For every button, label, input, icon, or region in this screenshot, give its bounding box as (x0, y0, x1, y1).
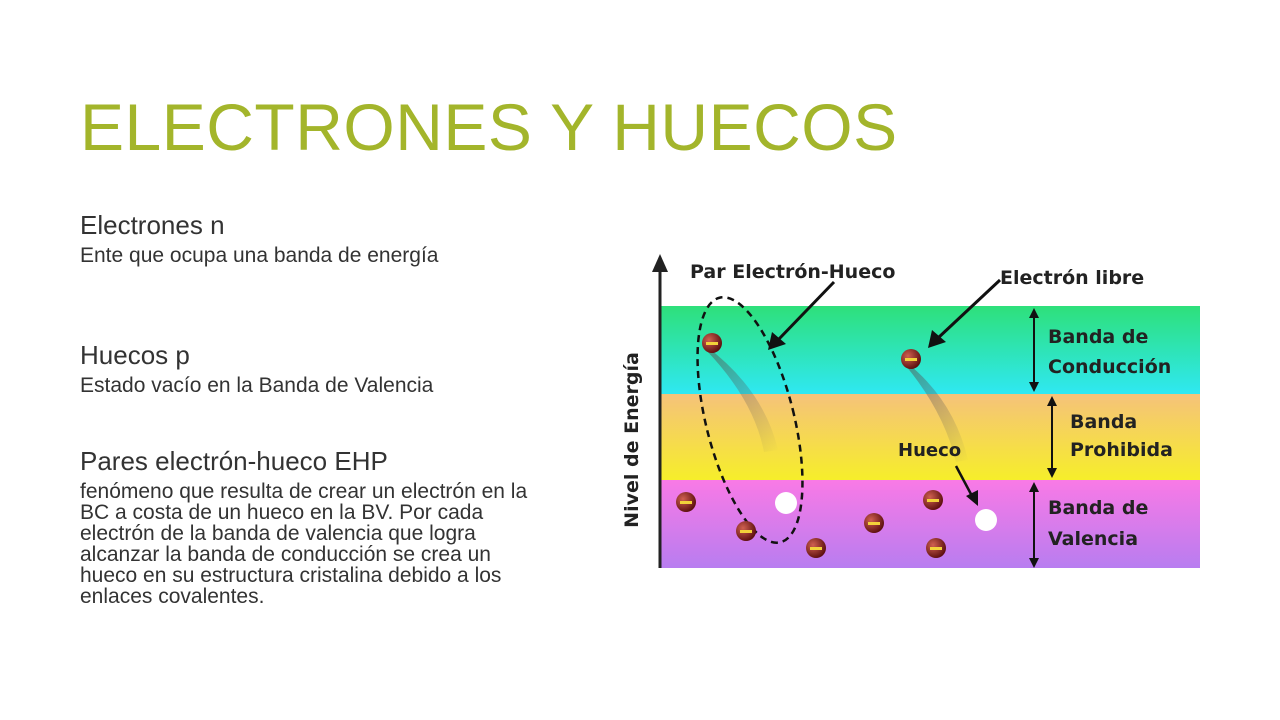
section-heading: Pares electrón-hueco EHP (80, 446, 388, 476)
arrowhead-icon (768, 332, 786, 350)
pointer-arrow (936, 278, 1002, 340)
arrowhead-icon (928, 330, 946, 348)
section-text: fenómeno que resulta de crear un electró… (80, 480, 528, 609)
arrow-up-icon (652, 254, 668, 272)
section-heading: Huecos p (80, 340, 190, 370)
electron-icon (901, 349, 921, 369)
conduction-label-1: Banda de (1048, 326, 1148, 348)
electron-trail (706, 346, 778, 452)
forbidden-label-1: Banda (1070, 411, 1137, 433)
electron-icon (923, 490, 943, 510)
slide-title: ELECTRONES Y HUECOS (80, 90, 898, 164)
hole-label: Hueco (898, 440, 961, 461)
pointer-arrow (776, 280, 836, 342)
section-pares: Pares electrón-hueco EHP fenómeno que re… (80, 446, 540, 607)
arrowhead-icon (966, 490, 978, 506)
energy-band-diagram: Nivel de Energía Par Electrón-Hueco Elec… (621, 254, 1200, 568)
hole-icon (975, 509, 997, 531)
section-heading: Electrones n (80, 210, 225, 240)
axis-label: Nivel de Energía (621, 352, 643, 528)
electron-icon (676, 492, 696, 512)
valence-bracket (1029, 482, 1039, 568)
electron-icon (926, 538, 946, 558)
valence-label-2: Valencia (1048, 528, 1138, 550)
electron-icon (806, 538, 826, 558)
electron-icon (736, 521, 756, 541)
hole-icon (775, 492, 797, 514)
section-text: Estado vacío en la Banda de Valencia (80, 374, 434, 398)
valence-label-1: Banda de (1048, 497, 1148, 519)
pair-ellipse (696, 296, 804, 544)
forbidden-bracket (1047, 396, 1057, 478)
pointer-arrow (954, 465, 974, 497)
electron-icon (702, 333, 722, 353)
section-text: Ente que ocupa una banda de energía (80, 244, 439, 268)
conduction-band (660, 306, 1200, 394)
free-electron-label: Electrón libre (1000, 267, 1144, 289)
electron-trail (906, 362, 968, 462)
conduction-label-2: Conducción (1048, 356, 1171, 378)
electron-icon (864, 513, 884, 533)
conduction-bracket (1029, 308, 1039, 392)
pair-label: Par Electrón-Hueco (690, 261, 895, 283)
forbidden-band (660, 394, 1200, 480)
section-electrones: Electrones n Ente que ocupa una banda de… (80, 210, 540, 266)
section-huecos: Huecos p Estado vacío en la Banda de Val… (80, 340, 540, 396)
forbidden-label-2: Prohibida (1070, 439, 1173, 461)
